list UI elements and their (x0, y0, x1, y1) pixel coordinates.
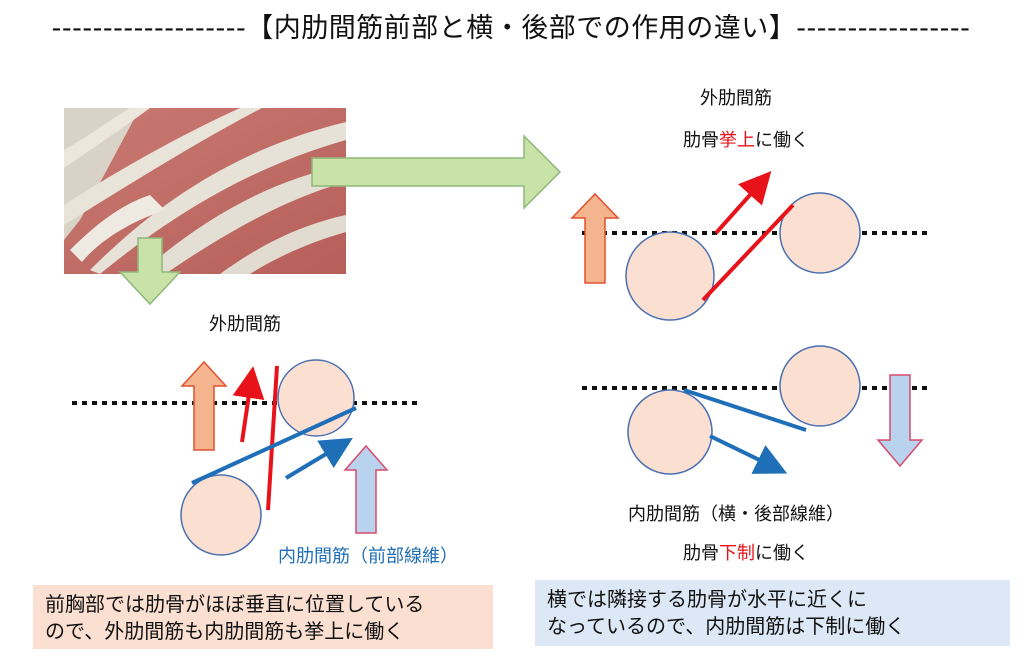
rb-rib-upper (779, 345, 861, 427)
rb-action-post: に働く (755, 543, 809, 564)
rt-action-pre: 肋骨 (683, 130, 719, 151)
page-title: -------------------【内肋間筋前部と横・後部での作用の違い】-… (51, 13, 971, 44)
left-internal-label: 内肋間筋（前部線維） (278, 546, 458, 567)
rb-action-label: 肋骨下制に働く (683, 543, 809, 566)
left-external-label: 外肋間筋 (209, 314, 281, 335)
left-red-arrow (232, 366, 265, 443)
rb-action-pre: 肋骨 (683, 543, 719, 564)
left-caption-line1: 前胸部では肋骨がほぼ垂直に位置している (45, 592, 425, 616)
left-blue-muscle-line (191, 406, 357, 485)
rb-blue-arrow (709, 434, 788, 474)
rt-external-label: 外肋間筋 (700, 88, 772, 109)
rt-rib-upper (779, 192, 861, 274)
rt-action-post: に働く (755, 130, 809, 151)
rb-action-emphasis: 下制 (719, 543, 755, 564)
right-caption-box: 横では隣接する肋骨が水平に近くに なっているので、内肋間筋は下制に働く (535, 580, 1010, 646)
rt-red-arrow (714, 171, 772, 235)
rb-internal-label: 内肋間筋（横・後部線維） (628, 504, 844, 525)
right-caption-line2: なっているので、内肋間筋は下制に働く (547, 614, 906, 638)
rt-action-emphasis: 挙上 (719, 130, 755, 151)
left-orange-up-arrow (180, 360, 228, 451)
left-rib-lower (180, 474, 262, 556)
left-blue-arrow (284, 437, 353, 480)
left-red-muscle-line (266, 365, 279, 511)
rb-rib-lower (627, 389, 713, 475)
left-caption-line2: ので、外肋間筋も内肋間筋も挙上に働く (45, 619, 405, 643)
green-arrow-down (118, 237, 182, 306)
rb-blue-down-arrow (876, 374, 924, 468)
rt-orange-up-arrow (570, 192, 620, 284)
rt-red-muscle-line (701, 203, 795, 302)
rb-blue-muscle-line (683, 388, 807, 432)
right-caption-line1: 横では隣接する肋骨が水平に近くに (547, 587, 867, 611)
left-caption-box: 前胸部では肋骨がほぼ垂直に位置している ので、外肋間筋も内肋間筋も挙上に働く (33, 585, 493, 649)
rt-action-label: 肋骨挙上に働く (683, 130, 809, 153)
rib-cage-image (64, 108, 346, 274)
green-arrow-right (311, 134, 562, 210)
left-blue-up-arrow (343, 444, 389, 534)
rt-rib-lower (625, 231, 715, 321)
